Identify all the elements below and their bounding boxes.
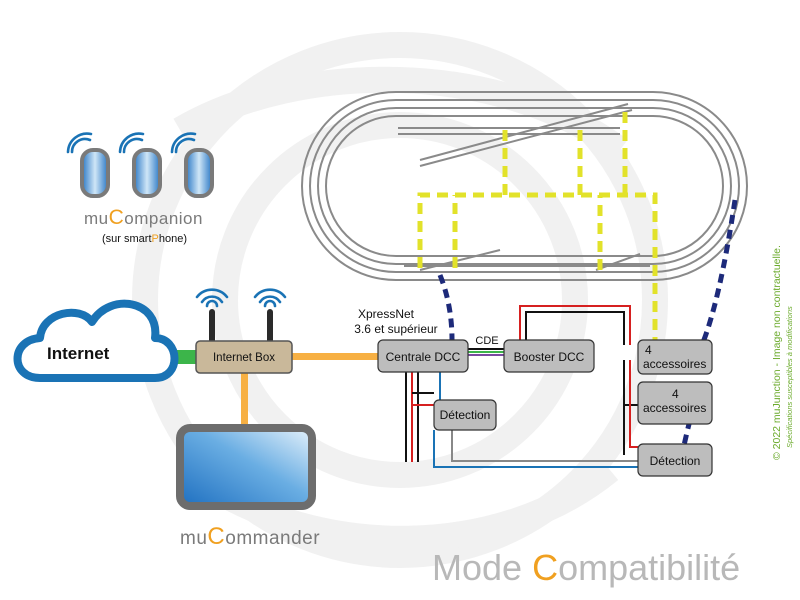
booster-dcc-box[interactable] [503,339,595,373]
accessories-1-label: accessoires [643,357,706,371]
mucompanion-prefix: mu [84,209,109,228]
cde-label: CDE [475,335,498,347]
accessories-2-count: 4 [672,387,679,401]
detection-right-label: Détection [650,454,701,468]
mucompanion-sub-pre: (sur smart [102,233,152,245]
smartphone-icon [80,148,214,198]
accessories-box-1[interactable] [637,339,713,375]
accessories-box-2[interactable] [637,381,713,425]
detection-left-box[interactable] [433,399,497,431]
cloud-icon [13,299,179,382]
mucommander-accent: C [207,523,225,550]
internet-label: Internet [47,344,110,363]
accessories-1-count: 4 [645,343,652,357]
mode-title-post: ompatibilité [558,547,740,588]
detection-left-label: Détection [440,408,491,422]
wifi-icon [195,288,287,308]
mucompanion-sub-post: hone) [159,233,187,245]
accessories-2-label: accessoires [643,401,706,415]
booster-dcc-label: Booster DCC [514,350,585,364]
xpressnet-label: XpressNet [358,307,415,321]
dcc-wiring [405,305,638,468]
internet-box[interactable] [195,340,293,374]
mucompanion-subtitle: (sur smartPhone) [102,233,187,245]
box-to-centrale-link [292,353,380,360]
router-antennas [209,309,273,345]
copyright-block: © 2022 muJunction - Image non contractue… [771,245,794,460]
copyright-line2: Spécifications susceptibles à modificati… [785,306,794,448]
mucompanion-rest: ompanion [124,209,203,228]
centrale-dcc-box[interactable] [377,339,469,373]
mucompanion-sub-accent: P [152,233,159,245]
xpressnet-version-label: 3.6 et supérieur [354,322,437,336]
box-to-tablet-link [241,372,248,432]
mucompanion-accent: C [109,206,125,229]
mucommander-prefix: mu [180,528,207,549]
copyright-line1: © 2022 muJunction - Image non contractue… [771,245,783,460]
mucommander-logo: muCommander [180,523,320,550]
tablet-icon [176,424,316,510]
detection-right-box[interactable] [637,443,713,477]
internet-box-label: Internet Box [213,352,275,364]
mucompanion-logo: muCompanion [84,206,203,229]
mode-compatibilite-title: Mode Compatibilité [432,547,740,588]
centrale-dcc-label: Centrale DCC [386,350,461,364]
track-layout [301,91,748,281]
mucommander-rest: ommander [225,528,320,549]
mode-title-accent: C [532,547,558,588]
wifi-icon [66,132,197,154]
yellow-dashed-wiring [417,110,658,345]
mode-title-pre: Mode [432,547,532,588]
